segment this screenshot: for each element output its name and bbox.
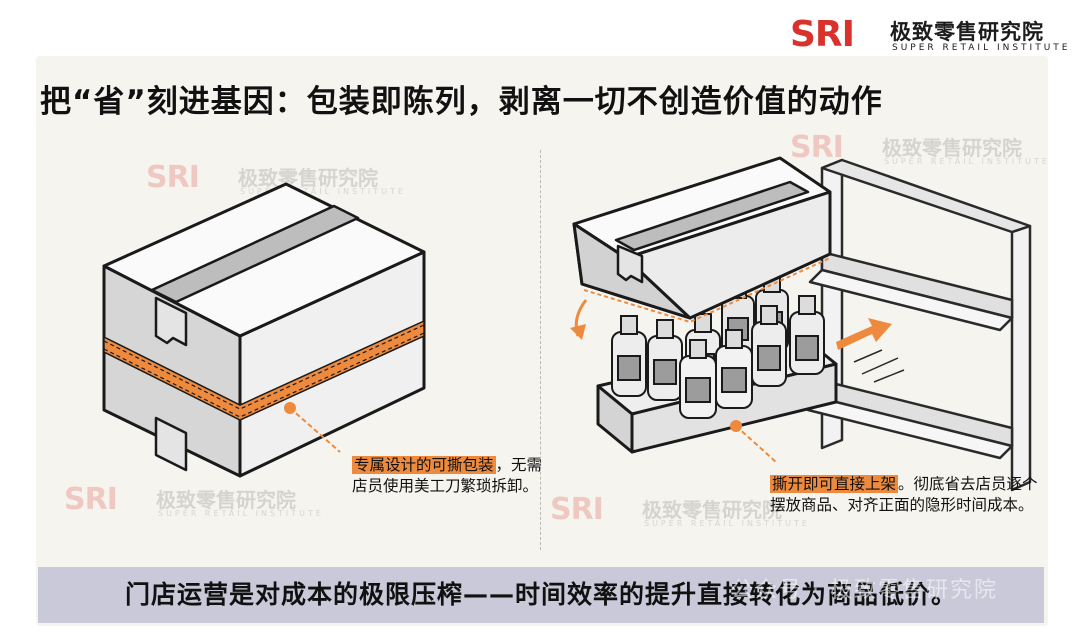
bottom-banner: 门店运营是对成本的极限压榨——时间效率的提升直接转化为商品低价。 xyxy=(38,567,1044,623)
right-caption-highlight: 撕开即可直接上架 xyxy=(770,475,899,493)
panel-divider xyxy=(540,150,541,550)
bottom-banner-text: 门店运营是对成本的极限压榨——时间效率的提升直接转化为商品低价。 xyxy=(124,580,957,609)
left-caption: 专属设计的可撕包装，无需店员使用美工刀繁琐拆卸。 xyxy=(352,455,552,497)
page-title: 把“省”刻进基因：包装即陈列，剥离一切不创造价值的动作 xyxy=(40,84,883,120)
tear-line-right xyxy=(583,257,831,324)
shelf-unit xyxy=(806,158,1032,492)
wechat-credit: 公众号 · 极致零售研究院 xyxy=(731,578,998,603)
bottles xyxy=(611,275,825,419)
callout-line-left xyxy=(284,402,341,453)
right-caption: 撕开即可直接上架。彻底省去店员逐个摆放商品、对齐正面的隐形时间成本。 xyxy=(770,474,1040,516)
tear-strip xyxy=(103,319,425,421)
tear-open-box xyxy=(102,182,426,478)
brand-name-en: SUPER RETAIL INSTITUTE xyxy=(892,43,1071,53)
brand-mark: SRI xyxy=(790,14,855,55)
callout-line-right xyxy=(730,420,777,463)
lifted-lid xyxy=(572,156,832,320)
right-caption-text: 。彻底省去店员逐个摆放商品、对齐正面的隐形时间成本。 xyxy=(770,475,1038,514)
brand-logo: SRI 极致零售研究院 SUPER RETAIL INSTITUTE xyxy=(790,14,1067,56)
push-arrow-icon xyxy=(836,318,905,383)
left-caption-highlight: 专属设计的可撕包装 xyxy=(352,456,496,474)
brand-name-cn: 极致零售研究院 xyxy=(890,20,1044,44)
left-caption-text: ，无需店员使用美工刀繁琐拆卸。 xyxy=(352,456,543,495)
